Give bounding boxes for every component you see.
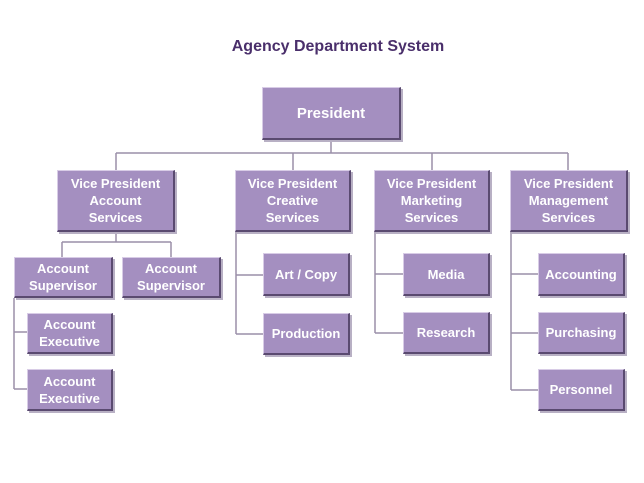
node-account-supervisor-2: Account Supervisor [122,257,221,298]
node-account-supervisor-2-label: Account Supervisor [137,261,205,293]
node-vp-marketing-services: Vice President Marketing Services [374,170,490,232]
node-personnel: Personnel [538,369,625,411]
node-account-supervisor-1: Account Supervisor [14,257,113,298]
node-vp-account-services: Vice President Account Services [57,170,175,232]
node-art-copy-label: Art / Copy [274,266,338,282]
node-account-executive-2-label: Account Executive [39,373,100,406]
node-president-label: President [296,104,366,122]
node-account-executive-1-label: Account Executive [39,317,100,349]
node-account-executive-2: Account Executive [27,369,113,411]
node-media: Media [403,253,490,296]
node-vp-management-services-label: Vice President Management Services [523,176,614,225]
node-vp-marketing-services-label: Vice President Marketing Services [386,176,477,225]
node-accounting: Accounting [538,253,625,296]
node-vp-management-services: Vice President Management Services [510,170,628,232]
node-production: Production [263,313,350,355]
node-vp-creative-services-label: Vice President Creative Services [247,176,338,225]
node-research: Research [403,312,490,354]
chart-title: Agency Department System [231,38,445,55]
node-media-label: Media [427,266,465,282]
node-accounting-label: Accounting [545,266,617,282]
node-vp-creative-services: Vice President Creative Services [235,170,351,232]
node-vp-account-services-label: Vice President Account Services [70,176,161,225]
node-purchasing: Purchasing [538,312,625,354]
node-purchasing-label: Purchasing [545,325,617,340]
node-research-label: Research [416,325,476,340]
node-production-label: Production [271,326,341,341]
node-personnel-label: Personnel [549,382,613,397]
node-art-copy: Art / Copy [263,253,350,296]
node-account-executive-1: Account Executive [27,313,113,354]
node-account-supervisor-1-label: Account Supervisor [29,261,97,293]
node-president: President [262,87,401,140]
